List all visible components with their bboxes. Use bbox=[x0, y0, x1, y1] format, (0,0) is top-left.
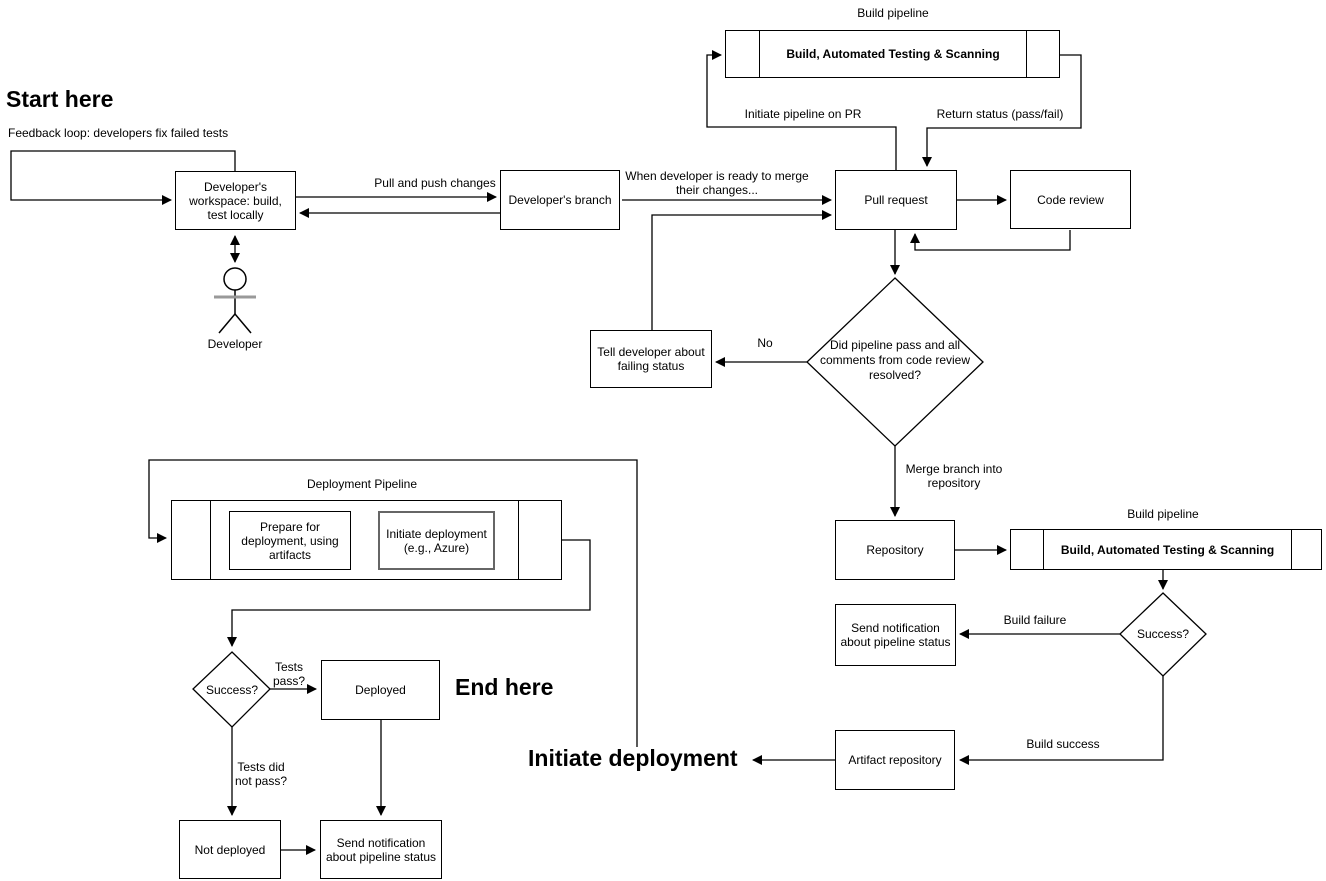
edge-deploy-loop bbox=[148, 459, 638, 747]
not-deployed-node: Not deployed bbox=[179, 820, 281, 879]
build-pipeline-main-title: Build pipeline bbox=[1127, 507, 1199, 521]
artifact-repository-node: Artifact repository bbox=[835, 730, 955, 790]
code-review-node: Code review bbox=[1010, 170, 1131, 229]
build-stage-label: Build, Automated Testing & Scanning bbox=[1060, 542, 1275, 557]
pipeline-end-compartment bbox=[1291, 530, 1321, 569]
build-stage-label: Build, Automated Testing & Scanning bbox=[786, 47, 1000, 61]
tell-developer-node: Tell developer about failing status bbox=[590, 330, 712, 388]
initiate-deployment-azure-node: Initiate deployment (e.g., Azure) bbox=[378, 511, 495, 570]
developer-branch-node: Developer's branch bbox=[500, 170, 620, 230]
pipeline-start-compartment bbox=[1011, 530, 1044, 569]
decision-deploy-diamond bbox=[192, 651, 271, 728]
build-pipeline-main: Build, Automated Testing & Scanning bbox=[1010, 529, 1322, 570]
pipeline-start-compartment bbox=[172, 501, 211, 579]
pipeline-end-compartment bbox=[1026, 31, 1059, 77]
decision-build-diamond bbox=[1119, 592, 1207, 677]
decision-pr-text: Did pipeline pass and all comments from … bbox=[819, 338, 971, 382]
initiate-deployment-heading: Initiate deployment bbox=[528, 745, 738, 771]
merge-branch-label: Merge branch into repository bbox=[905, 462, 1003, 490]
build-pipeline-top: Build, Automated Testing & Scanning bbox=[725, 30, 1060, 78]
return-status-label: Return status (pass/fail) bbox=[936, 107, 1064, 121]
pipeline-start-compartment bbox=[726, 31, 760, 77]
repository-node: Repository bbox=[835, 520, 955, 580]
notify-build-node: Send notification about pipeline status bbox=[835, 604, 956, 666]
developer-workspace-node: Developer's workspace: build, test local… bbox=[175, 171, 296, 230]
tests-not-pass-label: Tests did not pass? bbox=[234, 760, 288, 788]
decision-pr-diamond bbox=[806, 277, 984, 447]
build-success-label: Build success bbox=[1026, 737, 1100, 751]
deployment-pipeline-title: Deployment Pipeline bbox=[306, 477, 418, 491]
ready-merge-label: When developer is ready to merge their c… bbox=[625, 169, 809, 197]
edge-fix-resubmit bbox=[651, 210, 832, 330]
tests-pass-label: Tests pass? bbox=[272, 660, 306, 688]
feedback-loop-label: Feedback loop: developers fix failed tes… bbox=[8, 126, 229, 140]
edge-initiate-pipeline bbox=[706, 50, 897, 170]
notify-deploy-node: Send notification about pipeline status bbox=[320, 820, 442, 879]
no-label: No bbox=[757, 336, 773, 350]
build-pipeline-top-title: Build pipeline bbox=[857, 6, 929, 20]
edge-build-success bbox=[959, 676, 1164, 765]
edge-pipeline-exit bbox=[227, 539, 591, 647]
edge-review-back bbox=[910, 230, 1071, 251]
edge-return-status bbox=[922, 54, 1082, 167]
prepare-deployment-node: Prepare for deployment, using artifacts bbox=[229, 511, 351, 570]
build-failure-label: Build failure bbox=[1003, 613, 1067, 627]
developer-actor-label: Developer bbox=[207, 337, 263, 351]
deployed-node: Deployed bbox=[321, 660, 440, 720]
edge-feedback-loop bbox=[10, 150, 236, 205]
pull-push-label: Pull and push changes bbox=[374, 176, 496, 190]
decision-build-text: Success? bbox=[1136, 627, 1190, 641]
pipeline-end-compartment bbox=[518, 501, 561, 579]
decision-deploy-text: Success? bbox=[205, 683, 259, 697]
initiate-pr-label: Initiate pipeline on PR bbox=[744, 107, 862, 121]
developer-actor-icon bbox=[214, 267, 256, 334]
end-here-heading: End here bbox=[455, 674, 554, 700]
pull-request-node: Pull request bbox=[835, 170, 957, 230]
start-here-heading: Start here bbox=[6, 86, 114, 112]
